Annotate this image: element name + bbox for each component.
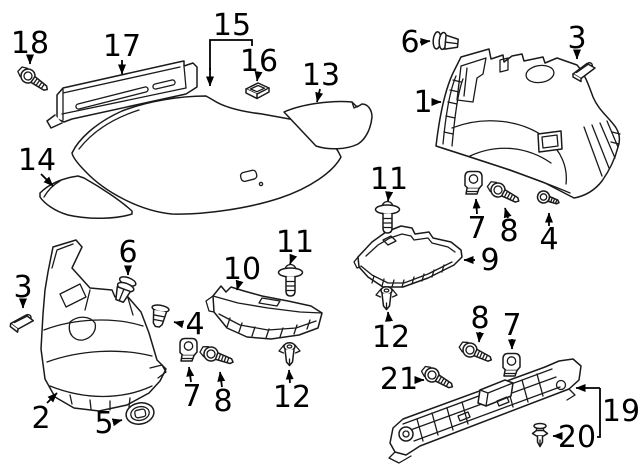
callout-6-left[interactable]: 6 bbox=[118, 235, 138, 276]
callout-20-label[interactable]: 20 bbox=[558, 420, 596, 455]
callout-1-label[interactable]: 1 bbox=[413, 85, 432, 120]
callout-6-left-label[interactable]: 6 bbox=[118, 235, 137, 270]
callout-7-right-label[interactable]: 7 bbox=[467, 211, 486, 246]
part-7-bracket-bottom bbox=[502, 352, 521, 377]
callout-10[interactable]: 10 bbox=[223, 252, 261, 291]
callout-14[interactable]: 14 bbox=[18, 143, 56, 187]
callout-20[interactable]: 20 bbox=[552, 420, 596, 455]
callout-8-right[interactable]: 8 bbox=[499, 207, 519, 249]
callout-14-label[interactable]: 14 bbox=[18, 143, 56, 178]
part-13-side-trim-board bbox=[283, 100, 373, 150]
part-6-clip-left bbox=[111, 274, 138, 305]
callout-19[interactable]: 19 bbox=[575, 384, 640, 438]
part-7-bracket-right bbox=[464, 170, 483, 195]
part-10-storage-tray bbox=[205, 285, 323, 340]
part-8-bolt-center bbox=[197, 342, 237, 370]
callout-3-upper-label[interactable]: 3 bbox=[567, 21, 586, 56]
callout-11-center[interactable]: 11 bbox=[276, 225, 314, 265]
callout-7-bottom[interactable]: 7 bbox=[502, 308, 522, 350]
callout-7-bottom-label[interactable]: 7 bbox=[502, 308, 521, 343]
part-19-rear-end-panel bbox=[388, 358, 582, 464]
callout-1[interactable]: 1 bbox=[413, 85, 442, 120]
callout-12-center-label[interactable]: 12 bbox=[273, 380, 311, 415]
callout-18[interactable]: 18 bbox=[11, 26, 49, 65]
callout-15[interactable]: 15 bbox=[206, 8, 253, 87]
callout-2-label[interactable]: 2 bbox=[31, 401, 50, 436]
callout-7-center-label[interactable]: 7 bbox=[182, 379, 201, 414]
part-9-storage-tray bbox=[353, 225, 463, 288]
part-2-quarter-trim-panel-left bbox=[40, 239, 167, 412]
callout-5-label[interactable]: 5 bbox=[94, 406, 113, 441]
callout-21[interactable]: 21 bbox=[380, 362, 425, 397]
part-16-clip bbox=[245, 82, 270, 100]
callout-18-label[interactable]: 18 bbox=[11, 26, 49, 61]
callout-8-center[interactable]: 8 bbox=[213, 371, 233, 419]
part-4-rivet-left bbox=[148, 303, 171, 329]
callout-17[interactable]: 17 bbox=[103, 29, 141, 75]
part-12-clip-center bbox=[278, 341, 301, 367]
part-14-side-trim-board bbox=[39, 175, 133, 220]
callout-3-left-label[interactable]: 3 bbox=[13, 270, 32, 305]
callout-8-bottom-label[interactable]: 8 bbox=[470, 301, 489, 336]
callout-16[interactable]: 16 bbox=[240, 44, 278, 82]
part-8-bolt-right bbox=[484, 177, 523, 208]
part-8-bolt-bottom bbox=[456, 338, 496, 368]
part-1-quarter-trim-panel-right bbox=[435, 48, 621, 199]
callout-3-upper[interactable]: 3 bbox=[567, 21, 587, 60]
callout-12-right[interactable]: 12 bbox=[372, 311, 410, 355]
callout-11-right[interactable]: 11 bbox=[370, 162, 408, 202]
callout-4-left[interactable]: 4 bbox=[173, 307, 205, 342]
part-4-screw-right bbox=[535, 188, 562, 210]
callout-8-bottom[interactable]: 8 bbox=[470, 301, 490, 343]
callout-19-label[interactable]: 19 bbox=[602, 394, 640, 429]
callout-3-left[interactable]: 3 bbox=[13, 270, 33, 309]
part-17-sill-trim-panel bbox=[46, 60, 198, 129]
callout-7-center[interactable]: 7 bbox=[182, 366, 202, 414]
callout-4-right[interactable]: 4 bbox=[539, 212, 559, 257]
callout-9-label[interactable]: 9 bbox=[480, 243, 499, 278]
part-20-clip bbox=[531, 422, 549, 448]
callout-11-center-label[interactable]: 11 bbox=[276, 225, 314, 260]
callout-4-right-label[interactable]: 4 bbox=[539, 222, 558, 257]
part-3-clip-left bbox=[8, 311, 35, 335]
part-6-clip-upper bbox=[431, 30, 460, 52]
callout-8-right-label[interactable]: 8 bbox=[499, 214, 518, 249]
callout-13-label[interactable]: 13 bbox=[302, 58, 340, 93]
part-21-bolt bbox=[418, 362, 457, 394]
callout-2[interactable]: 2 bbox=[31, 392, 58, 436]
callout-6-upper[interactable]: 6 bbox=[400, 25, 431, 60]
callout-8-center-label[interactable]: 8 bbox=[213, 384, 232, 419]
callout-11-right-label[interactable]: 11 bbox=[370, 162, 408, 197]
callout-7-right[interactable]: 7 bbox=[467, 198, 487, 246]
callout-4-left-label[interactable]: 4 bbox=[185, 307, 204, 342]
callout-13[interactable]: 13 bbox=[302, 58, 340, 103]
callout-16-label[interactable]: 16 bbox=[240, 44, 278, 79]
part-11-push-pin-center bbox=[277, 263, 304, 297]
callout-17-label[interactable]: 17 bbox=[103, 29, 141, 64]
callout-10-label[interactable]: 10 bbox=[223, 252, 261, 287]
callout-5[interactable]: 5 bbox=[94, 406, 123, 441]
callout-9[interactable]: 9 bbox=[463, 243, 500, 278]
part-18-bolt bbox=[14, 63, 53, 96]
callout-6-upper-label[interactable]: 6 bbox=[400, 25, 419, 60]
callout-21-label[interactable]: 21 bbox=[380, 362, 418, 397]
callout-12-right-label[interactable]: 12 bbox=[372, 320, 410, 355]
callout-15-label[interactable]: 15 bbox=[213, 8, 251, 43]
part-12-clip-right bbox=[375, 285, 398, 311]
callout-12-center[interactable]: 12 bbox=[273, 369, 311, 415]
